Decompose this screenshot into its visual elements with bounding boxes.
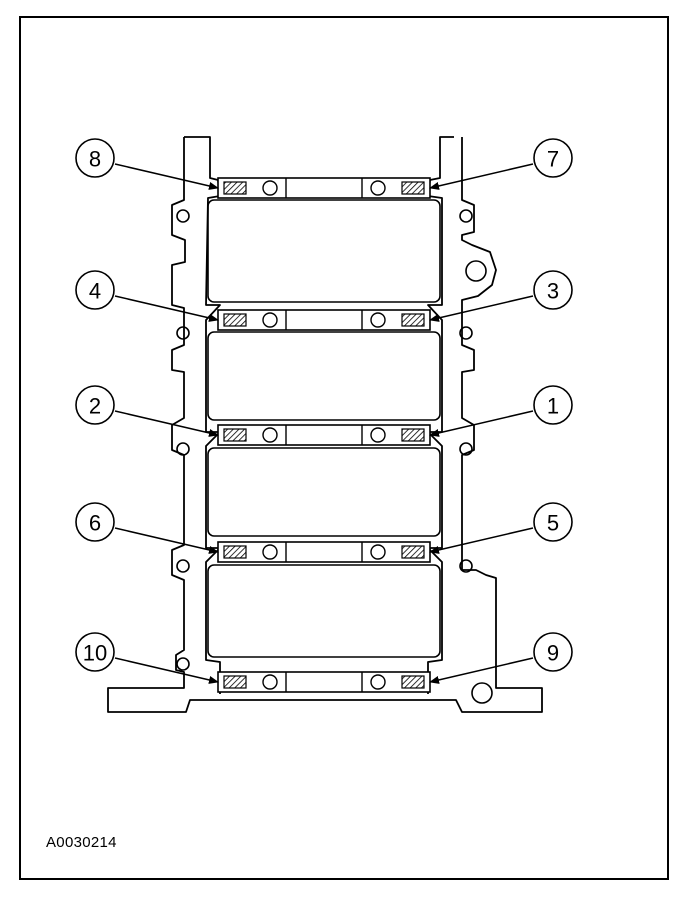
callout-7: 7 [429,138,573,190]
callout-arrow [114,410,219,437]
dowel-right [370,674,386,690]
callout-circle [533,385,573,425]
callout-circle [533,138,573,178]
dowel-left [262,312,278,328]
dowel-right [370,180,386,196]
callout-number: 5 [547,511,559,536]
callout-8: 8 [75,138,219,190]
bolt-left [223,313,247,327]
callout-arrow [114,527,219,554]
bolt-left [223,181,247,195]
callout-4: 4 [75,270,219,322]
bolt-right [401,313,425,327]
callout-10: 10 [75,632,219,684]
lug-holes [176,209,493,704]
callout-9: 9 [429,632,573,684]
callout-number: 7 [547,147,559,172]
dowel-left [262,544,278,560]
callout-circle [533,270,573,310]
callout-arrow [429,163,534,190]
callout-number: 1 [547,394,559,419]
dowel-right [370,544,386,560]
dowel-right [370,427,386,443]
bearing-caps [217,177,431,693]
bolt-right [401,181,425,195]
callout-arrow [429,527,534,554]
bolt-left [223,428,247,442]
callout-number: 8 [89,147,101,172]
callout-arrow [114,295,219,322]
callout-number: 2 [89,394,101,419]
bolt-right [401,675,425,689]
dowel-right [370,312,386,328]
bolt-left [223,675,247,689]
callout-arrow [429,657,534,684]
figure-id-label: A0030214 [46,834,117,851]
dowel-left [262,674,278,690]
callout-number: 4 [89,279,101,304]
callout-arrow [429,410,534,437]
callout-arrow [114,657,219,684]
callout-circle [533,632,573,672]
callout-arrow [114,163,219,190]
callout-3: 3 [429,270,573,322]
dowel-left [262,427,278,443]
callout-number: 10 [83,641,107,666]
callout-arrow [429,295,534,322]
callout-number: 3 [547,279,559,304]
dowel-left [262,180,278,196]
bolt-right [401,428,425,442]
callout-circle [75,632,115,672]
callout-circle [75,502,115,542]
callout-2: 2 [75,385,219,437]
bolt-right [401,545,425,559]
callout-layer: 8 7 4 3 2 1 6 5 10 9 [75,138,573,684]
callout-circle [75,385,115,425]
bearing-cap [217,309,431,331]
callout-circle [75,138,115,178]
bearing-cap [217,424,431,446]
callout-circle [75,270,115,310]
crankcase-bays [207,199,441,658]
callout-1: 1 [429,385,573,437]
block-outline [107,136,543,713]
bolt-left [223,545,247,559]
callout-number: 6 [89,511,101,536]
callout-6: 6 [75,502,219,554]
bearing-cap [217,671,431,693]
bearing-cap [217,541,431,563]
callout-5: 5 [429,502,573,554]
callout-circle [533,502,573,542]
callout-number: 9 [547,641,559,666]
bearing-cap [217,177,431,199]
